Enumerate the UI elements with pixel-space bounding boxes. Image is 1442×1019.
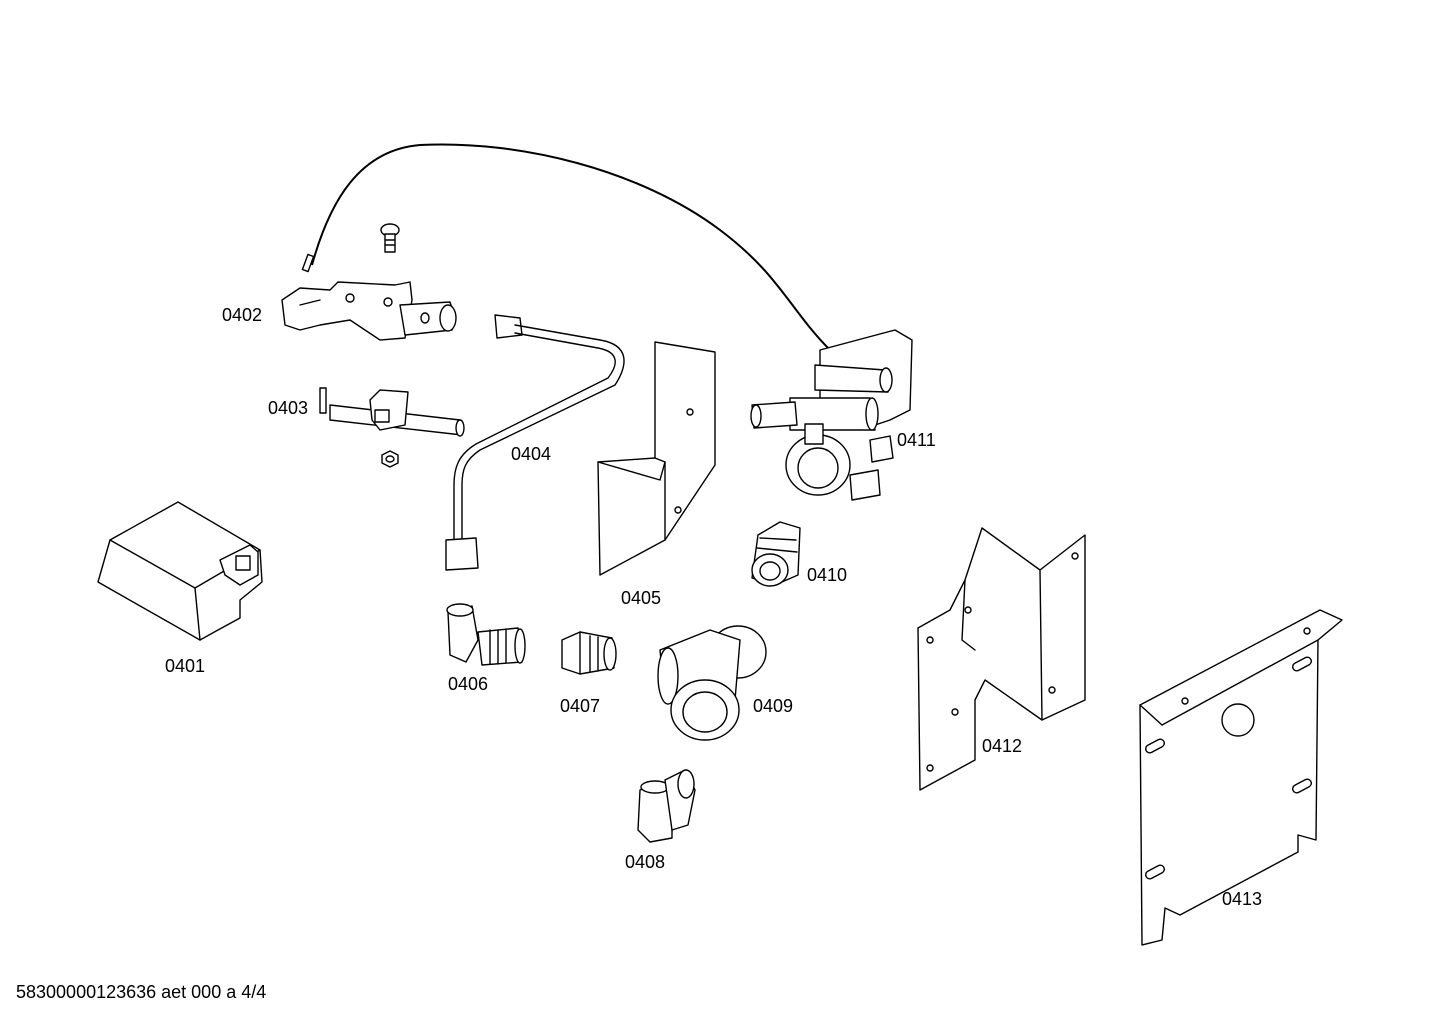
part-label-0405: 0405: [621, 588, 662, 608]
part-label-0403: 0403: [268, 398, 309, 418]
thermocouple-wire: [311, 143, 831, 351]
part-label-0404: 0404: [511, 444, 552, 464]
wire-tip: [301, 253, 315, 273]
part-0413-shape: [1139, 609, 1343, 946]
part-label-0406: 0406: [448, 674, 489, 694]
part-0407-shape: [561, 631, 617, 675]
part-0412-shape: [917, 527, 1086, 791]
screw-part: [380, 223, 400, 253]
part-label-0408: 0408: [625, 852, 666, 872]
drawing-reference-footer: 58300000123636 aet 000 a 4/4: [16, 982, 267, 1002]
part-0403-shape: [319, 387, 465, 437]
part-0401-shape: [97, 501, 263, 641]
part-label-0413: 0413: [1222, 889, 1263, 909]
part-label-0401: 0401: [165, 656, 206, 676]
part-label-0402: 0402: [222, 305, 263, 325]
part-0408-shape: [637, 769, 696, 843]
part-0404-shape: [445, 314, 625, 571]
part-label-0411: 0411: [897, 430, 936, 450]
part-0411-shape: [750, 329, 913, 501]
part-label-0412: 0412: [982, 736, 1023, 756]
part-label-0409: 0409: [753, 696, 794, 716]
part-0406-shape: [446, 603, 526, 666]
part-0405-shape: [597, 341, 716, 576]
part-label-0410: 0410: [807, 565, 848, 585]
part-0409-shape: [657, 625, 767, 741]
part-label-0407: 0407: [560, 696, 601, 716]
part-0402-shape: [281, 281, 457, 341]
nut-part: [381, 450, 399, 468]
part-0410-shape: [751, 521, 801, 587]
